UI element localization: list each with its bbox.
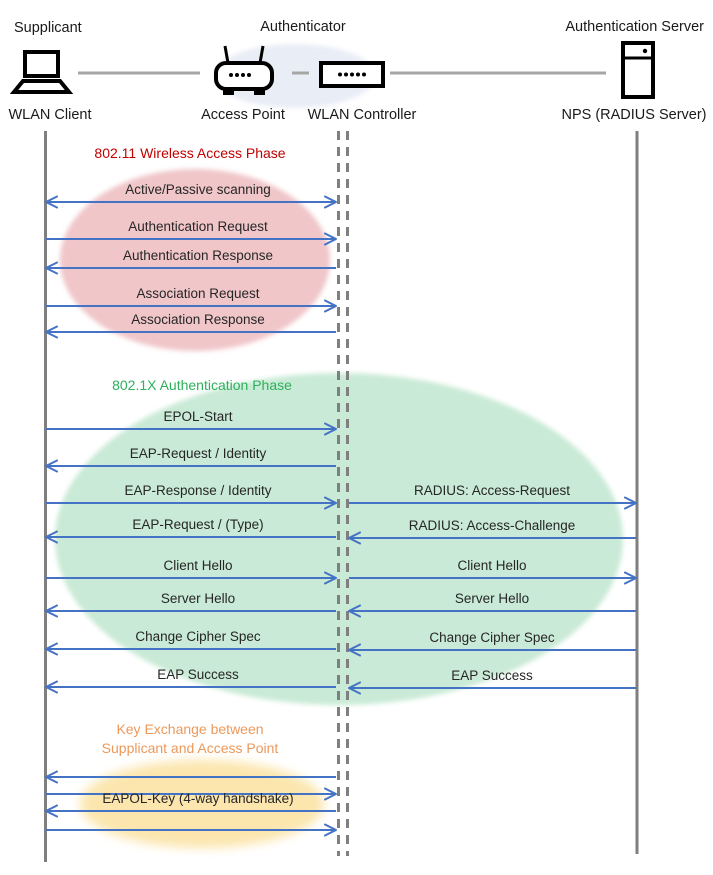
arrowhead-icon xyxy=(45,642,58,656)
role-label-authentication-server: Authentication Server xyxy=(565,19,704,35)
device-label-wlan-client: WLAN Client xyxy=(8,107,92,123)
phase1-ellipse xyxy=(60,169,330,351)
arrowhead-icon xyxy=(624,571,637,585)
phase3-ellipse xyxy=(80,760,324,848)
arrowhead-icon xyxy=(45,680,58,694)
arrowhead-icon xyxy=(348,604,361,618)
arrowhead-icon xyxy=(348,681,361,695)
arrowhead-icon xyxy=(324,299,337,313)
arrowhead-icon xyxy=(324,422,337,436)
controller-icon xyxy=(319,61,385,88)
laptop-icon xyxy=(10,50,74,94)
arrowhead-icon xyxy=(45,604,58,618)
device-label-access-point: Access Point xyxy=(201,107,285,123)
role-label-supplicant: Supplicant xyxy=(14,20,82,36)
arrowhead-icon xyxy=(324,571,337,585)
arrowhead-icon xyxy=(324,195,337,209)
arrowhead-icon xyxy=(324,787,337,801)
arrowhead-icon xyxy=(45,261,58,275)
arrowhead-icon xyxy=(45,459,58,473)
arrowhead-icon xyxy=(45,195,58,209)
arrowhead-icon xyxy=(348,643,361,657)
arrowhead-icon xyxy=(45,770,58,784)
device-label-wlan-controller: WLAN Controller xyxy=(307,107,417,123)
role-label-authenticator: Authenticator xyxy=(260,19,346,35)
arrowhead-icon xyxy=(624,496,637,510)
arrowhead-icon xyxy=(348,531,361,545)
device-label-nps-radius-server: NPS (RADIUS Server) xyxy=(561,107,707,123)
arrowhead-icon xyxy=(324,496,337,510)
arrowhead-icon xyxy=(324,823,337,837)
arrowhead-icon xyxy=(45,530,58,544)
wireless-router-icon xyxy=(214,45,274,95)
server-icon xyxy=(621,41,655,99)
arrowhead-icon xyxy=(324,232,337,246)
arrowhead-icon xyxy=(45,325,58,339)
arrowhead-icon xyxy=(45,804,58,818)
